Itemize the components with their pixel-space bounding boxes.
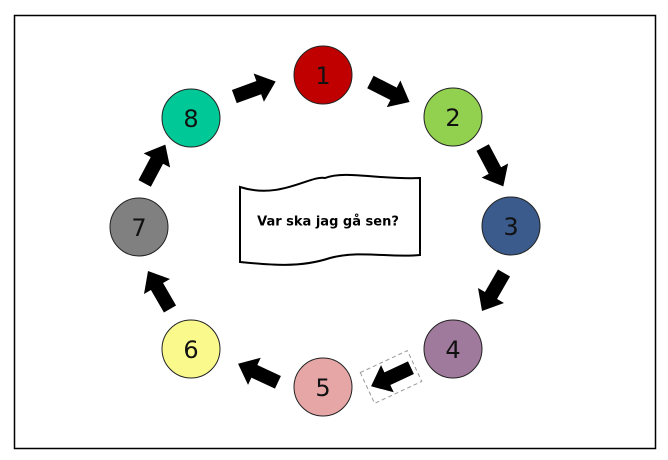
step-node-4: 4	[423, 319, 483, 379]
step-node-7: 7	[109, 197, 169, 257]
question-banner	[239, 173, 421, 266]
step-node-1: 1	[293, 45, 353, 105]
step-circle	[293, 45, 353, 105]
step-node-6: 6	[161, 319, 221, 379]
step-circle	[481, 196, 541, 256]
step-circle	[109, 197, 169, 257]
step-number: 3	[503, 213, 518, 241]
step-number: 5	[315, 374, 330, 402]
step-number: 4	[445, 336, 460, 364]
step-number: 2	[445, 104, 460, 132]
step-number: 6	[183, 336, 198, 364]
step-number: 7	[131, 214, 146, 242]
step-node-2: 2	[423, 87, 483, 147]
step-circle	[161, 88, 221, 148]
step-node-8: 8	[161, 88, 221, 148]
step-circle	[161, 319, 221, 379]
question-text: Var ska jag gå sen?	[257, 215, 399, 230]
step-circle	[293, 357, 353, 417]
step-circle	[423, 319, 483, 379]
step-node-3: 3	[481, 196, 541, 256]
step-circle	[423, 87, 483, 147]
step-number: 8	[183, 105, 198, 133]
step-number: 1	[315, 62, 330, 90]
step-node-5: 5	[293, 357, 353, 417]
